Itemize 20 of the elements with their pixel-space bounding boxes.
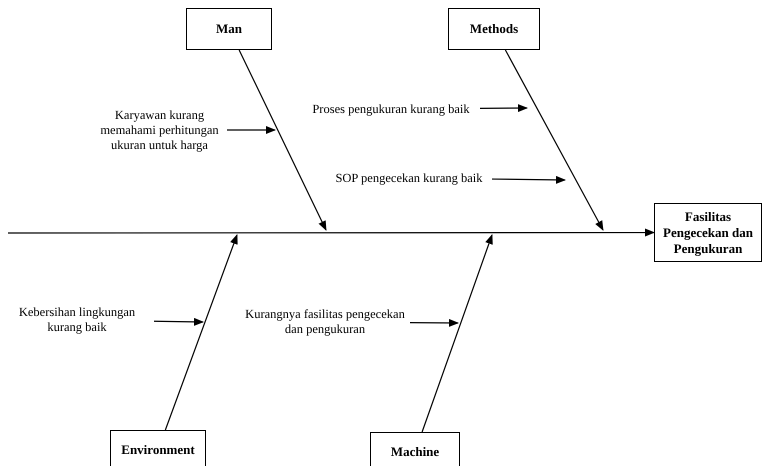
bone-arrow bbox=[164, 234, 238, 430]
bone-arrow bbox=[422, 234, 493, 432]
arrow bbox=[227, 126, 276, 134]
cause-text: Kurangnya fasilitas pengecekan dan pengukuran bbox=[240, 305, 410, 339]
cause-text: Kebersihan lingkungan kurang baik bbox=[0, 305, 154, 335]
cause-text: Proses pengukuran kurang baik bbox=[302, 94, 480, 124]
spine-arrow bbox=[8, 228, 655, 237]
arrow bbox=[154, 318, 204, 326]
arrow bbox=[410, 318, 459, 327]
effect-box: Fasilitas Pengecekan dan Pengukuran bbox=[654, 203, 762, 262]
bone-arrow bbox=[238, 50, 327, 231]
category-box: Man bbox=[186, 8, 272, 50]
category-box: Environment bbox=[110, 430, 206, 466]
cause-text: Karyawan kurang memahami perhitungan ukuran untuk harga bbox=[92, 105, 227, 155]
cause-text: SOP pengecekan kurang baik bbox=[326, 162, 492, 194]
bone-arrow bbox=[504, 50, 604, 231]
arrow bbox=[480, 104, 528, 112]
category-box: Machine bbox=[370, 432, 460, 466]
arrow bbox=[492, 176, 566, 184]
category-box: Methods bbox=[448, 8, 540, 50]
